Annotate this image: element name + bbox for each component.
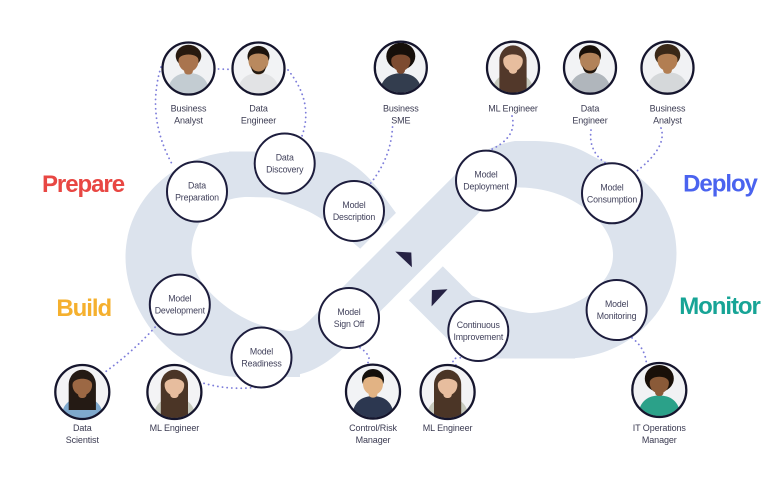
svg-text:Model: Model: [337, 307, 360, 317]
svg-text:Model: Model: [168, 294, 191, 304]
svg-text:Manager: Manager: [642, 435, 677, 445]
svg-text:SME: SME: [391, 116, 410, 126]
svg-text:Engineer: Engineer: [241, 116, 276, 126]
svg-text:Continuous: Continuous: [457, 320, 501, 330]
svg-text:ML Engineer: ML Engineer: [423, 423, 473, 433]
svg-text:Deployment: Deployment: [463, 182, 509, 192]
svg-text:Model: Model: [605, 299, 628, 309]
svg-text:Deploy: Deploy: [683, 171, 758, 198]
svg-text:Discovery: Discovery: [266, 165, 304, 175]
svg-text:Analyst: Analyst: [174, 116, 203, 126]
svg-text:Scientist: Scientist: [66, 435, 100, 445]
svg-text:Business: Business: [171, 104, 207, 114]
svg-text:Business: Business: [650, 104, 686, 114]
svg-text:Readiness: Readiness: [241, 359, 282, 369]
svg-text:Description: Description: [333, 212, 376, 222]
svg-text:Sign Off: Sign Off: [334, 319, 365, 329]
svg-text:Model: Model: [342, 200, 365, 210]
svg-text:IT Operations: IT Operations: [633, 423, 687, 433]
svg-text:ML Engineer: ML Engineer: [488, 104, 538, 114]
svg-text:Prepare: Prepare: [42, 171, 125, 198]
svg-text:Data: Data: [249, 104, 268, 114]
svg-text:Model: Model: [250, 347, 273, 357]
svg-text:Data: Data: [276, 153, 294, 163]
svg-text:Data: Data: [581, 104, 600, 114]
svg-text:Development: Development: [155, 306, 206, 316]
svg-text:Monitoring: Monitoring: [597, 311, 637, 321]
svg-text:Business: Business: [383, 104, 419, 114]
svg-text:ML Engineer: ML Engineer: [150, 423, 200, 433]
svg-text:Data: Data: [188, 181, 206, 191]
svg-text:Manager: Manager: [356, 435, 391, 445]
svg-text:Control/Risk: Control/Risk: [349, 423, 397, 433]
svg-text:Consumption: Consumption: [587, 194, 637, 204]
svg-text:Model: Model: [600, 182, 623, 192]
svg-text:Data: Data: [73, 423, 92, 433]
svg-text:Preparation: Preparation: [175, 193, 219, 203]
svg-text:Monitor: Monitor: [679, 293, 760, 320]
svg-text:Build: Build: [56, 295, 111, 322]
svg-text:Improvement: Improvement: [453, 332, 503, 342]
svg-text:Engineer: Engineer: [572, 116, 607, 126]
svg-text:Model: Model: [474, 170, 497, 180]
svg-text:Analyst: Analyst: [653, 116, 682, 126]
